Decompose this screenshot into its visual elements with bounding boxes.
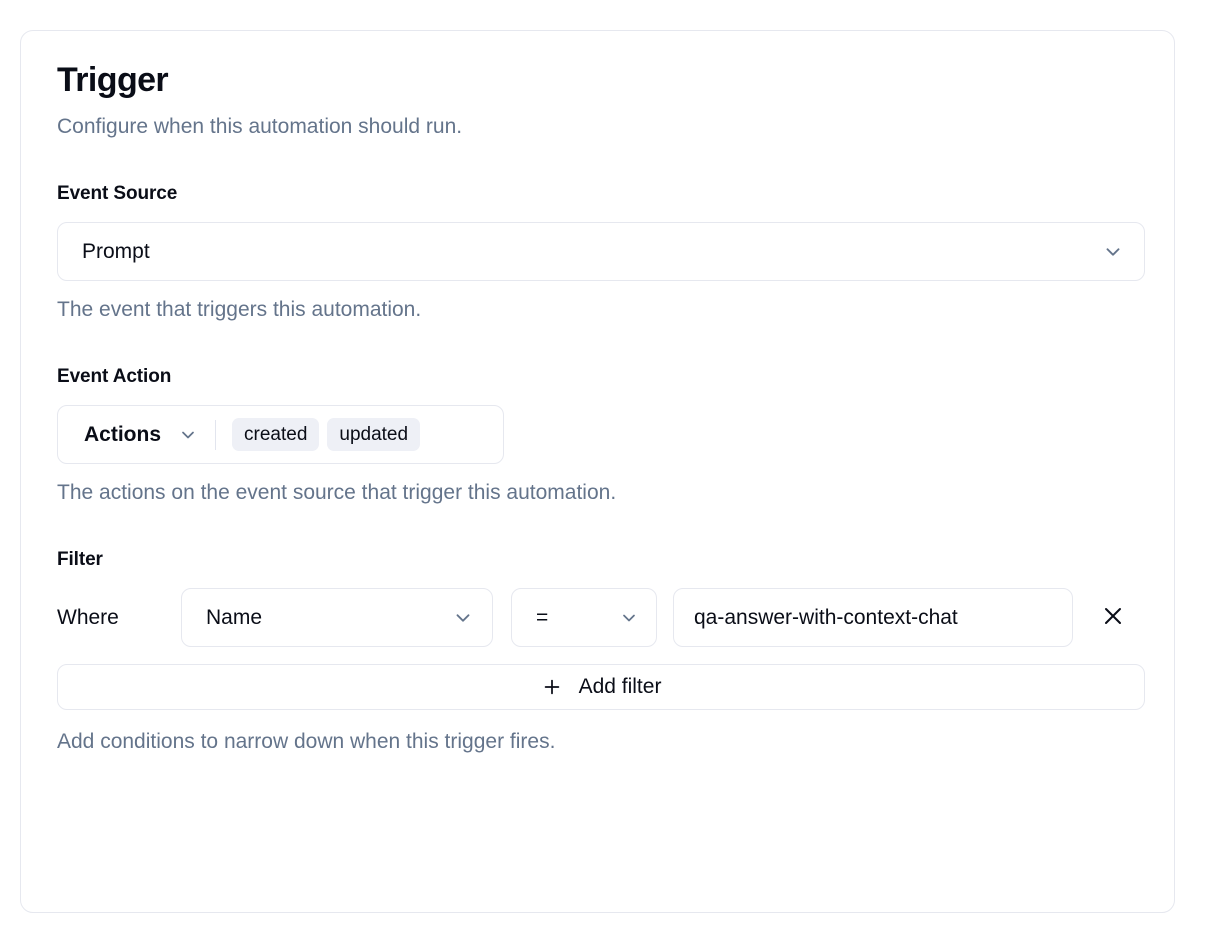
filter-value-text: qa-answer-with-context-chat [694,605,958,629]
where-label: Where [57,605,119,629]
trigger-card-content: Trigger Configure when this automation s… [57,61,1145,754]
event-action-trigger[interactable]: Actions [84,422,201,448]
add-filter-label: Add filter [578,675,662,699]
event-source-label: Event Source [57,183,178,205]
status-badge[interactable]: updated [327,418,421,452]
status-badge[interactable]: created [232,418,320,452]
filter-field: Filter Where Name = [57,549,1145,754]
event-source-field: Event Source Prompt The event that trigg… [57,183,1145,322]
event-action-badges: created updated [232,418,421,452]
filter-field-value: Name [206,605,263,629]
filter-label: Filter [57,549,103,571]
filter-operator-select[interactable]: = [511,588,657,648]
page-title: Trigger [57,61,169,99]
plus-icon [541,676,563,698]
filter-row: Where Name = qa-answer-w [57,588,1144,648]
chevron-down-icon [1100,239,1126,265]
chevron-down-icon [616,605,642,631]
close-icon [1101,604,1125,631]
action-divider [215,419,217,450]
filter-value-input[interactable]: qa-answer-with-context-chat [673,588,1073,648]
filter-field-select[interactable]: Name [181,588,493,648]
event-source-help: The event that triggers this automation. [57,298,422,322]
remove-filter-button[interactable] [1087,592,1139,644]
filter-operator-value: = [536,605,549,629]
filter-help: Add conditions to narrow down when this … [57,730,556,754]
event-action-label: Event Action [57,366,172,388]
event-action-multiselect[interactable]: Actions created updated [57,405,504,465]
trigger-card: Trigger Configure when this automation s… [20,30,1175,913]
chevron-down-icon [175,422,201,448]
event-action-field: Event Action Actions created updated The [57,366,1144,505]
chevron-down-icon [450,605,476,631]
event-source-select[interactable]: Prompt [57,222,1145,282]
event-source-value: Prompt [82,239,150,263]
event-action-help: The actions on the event source that tri… [57,481,617,505]
add-filter-button[interactable]: Add filter [57,664,1145,711]
event-action-trigger-label: Actions [84,422,162,446]
page-subtitle: Configure when this automation should ru… [57,115,463,139]
